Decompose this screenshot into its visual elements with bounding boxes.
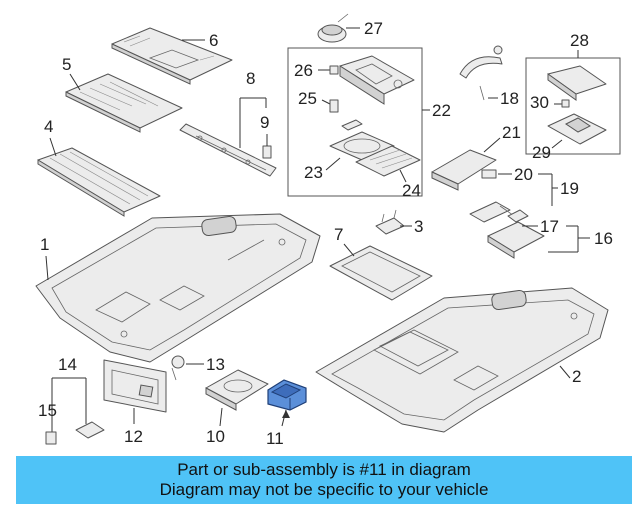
part-13-bracket	[171, 355, 185, 381]
part-21-bracket	[431, 149, 497, 191]
part-12-sunvisor	[103, 359, 167, 413]
callout-5: 5	[62, 55, 71, 74]
part-14-clip	[75, 421, 105, 439]
part-9-clip	[262, 134, 272, 159]
callout-18: 18	[500, 89, 519, 108]
callout-12: 12	[124, 427, 143, 446]
part-16-lamp	[487, 221, 545, 259]
part-11-highlighted	[267, 379, 307, 411]
callout-28: 28	[570, 31, 589, 50]
part-10-housing	[205, 369, 269, 411]
callout-22: 22	[432, 101, 451, 120]
part-6-insulator	[111, 27, 233, 85]
part-7-seal	[329, 245, 433, 301]
callout-29: 29	[532, 143, 551, 162]
callout-6: 6	[209, 31, 218, 50]
part-5-insulator	[65, 73, 183, 133]
part-8-rail	[179, 123, 277, 177]
part-4-insulator	[37, 147, 161, 217]
callout-20: 20	[514, 165, 533, 184]
callout-14: 14	[58, 355, 77, 374]
callout-19: 19	[560, 179, 579, 198]
callout-27: 27	[364, 19, 383, 38]
part-2-headliner	[315, 287, 609, 433]
callout-13: 13	[206, 355, 225, 374]
callout-1: 1	[40, 235, 49, 254]
part-30-bulb	[561, 99, 570, 108]
part-17-lens	[507, 209, 529, 223]
part-28-lamp	[547, 65, 607, 101]
group-box-22	[287, 47, 423, 197]
part-25-lens	[341, 119, 363, 131]
part-1-headliner	[35, 213, 321, 363]
callout-9: 9	[260, 113, 269, 132]
part-15-clip	[45, 431, 57, 445]
callout-26: 26	[294, 61, 313, 80]
callout-4: 4	[44, 117, 53, 136]
part-24-lens	[355, 145, 421, 177]
part-29-lens	[547, 113, 607, 145]
part-26-clip	[329, 65, 339, 75]
part-22-console	[339, 55, 415, 105]
callout-21: 21	[502, 123, 521, 142]
callout-25: 25	[298, 89, 317, 108]
caption-line-2: Diagram may not be specific to your vehi…	[159, 480, 489, 499]
callout-15: 15	[38, 401, 57, 420]
callout-8: 8	[246, 69, 255, 88]
caption-banner: Part or sub-assembly is #11 in diagram D…	[16, 456, 632, 504]
callout-11: 11	[266, 429, 284, 448]
parts-diagram: 6 5 4 8 9 27	[35, 13, 621, 448]
part-3-clip	[375, 209, 405, 235]
callout-16: 16	[594, 229, 613, 248]
part-20-bulb	[481, 169, 497, 179]
callout-10: 10	[206, 427, 225, 446]
callout-24: 24	[402, 181, 421, 200]
callout-3: 3	[414, 217, 423, 236]
group-box-28	[525, 57, 621, 155]
callout-17: 17	[540, 217, 559, 236]
callout-30: 30	[530, 93, 549, 112]
callout-23: 23	[304, 163, 323, 182]
caption-line-1: Part or sub-assembly is #11 in diagram	[177, 460, 471, 479]
part-27-knob	[317, 13, 349, 43]
part-18-grip	[459, 45, 503, 101]
callout-2: 2	[572, 367, 581, 386]
callout-7: 7	[334, 225, 343, 244]
part-25-bulb	[329, 99, 339, 113]
